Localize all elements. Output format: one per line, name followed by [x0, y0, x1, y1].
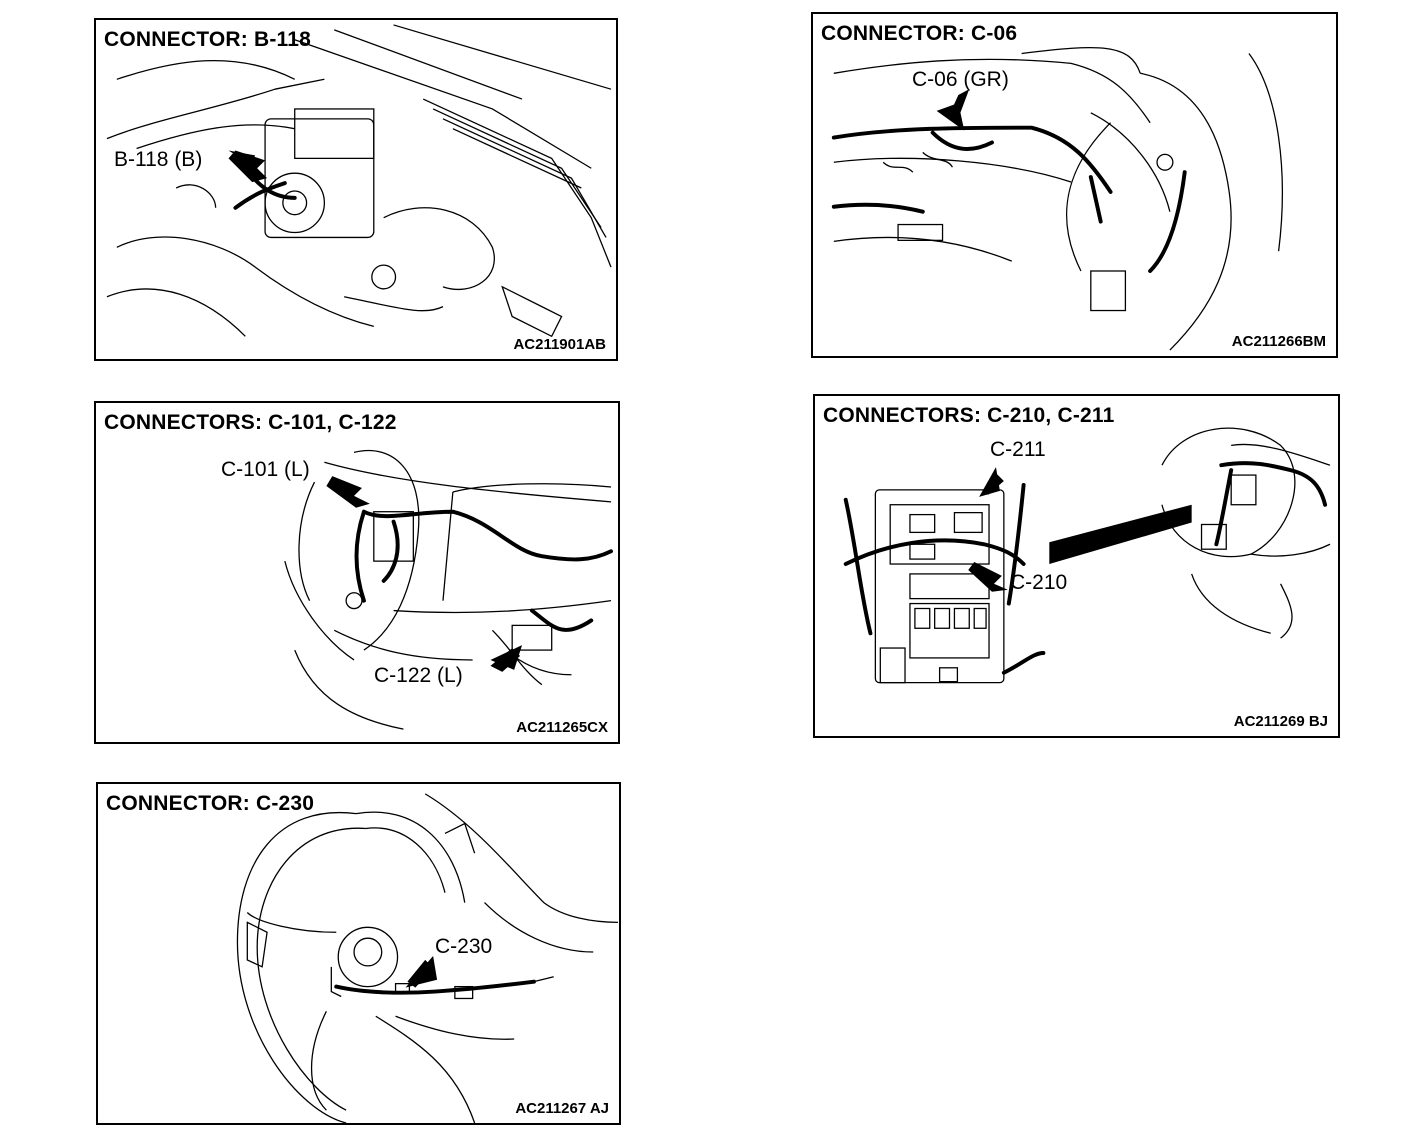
callout-label: C-211 [990, 438, 1046, 461]
figure-code: AC211267 AJ [515, 1100, 609, 1117]
panel-title: CONNECTOR: C-230 [106, 792, 315, 815]
callout-label: C-101 (L) [221, 458, 310, 481]
panel-connector-c230: CONNECTOR: C-230 C-230 AC211267 AJ [96, 782, 621, 1125]
steering-wheel-illustration [236, 793, 618, 1123]
panel-title: CONNECTORS: C-101, C-122 [104, 411, 397, 434]
callout-label: C-06 (GR) [912, 68, 1009, 91]
figure-code: AC211901AB [513, 336, 606, 353]
steering-column-illustration [284, 450, 613, 730]
figure-code: AC211266BM [1231, 333, 1326, 350]
callout-label: C-210 [1010, 571, 1068, 594]
figure-code: AC211269 BJ [1233, 713, 1328, 730]
panel-title: CONNECTORS: C-210, C-211 [823, 404, 1115, 427]
engine-bay-illustration [106, 24, 612, 338]
callout-label: C-122 (L) [374, 664, 463, 687]
panel-connector-c06: CONNECTOR: C-06 C-06 (GR) AC211266BM [811, 12, 1338, 358]
panel-title: CONNECTOR: C-06 [821, 22, 1018, 45]
figure-code: AC211265CX [516, 719, 608, 736]
junction-block-illustration [843, 427, 1331, 684]
panel-connectors-c210-c211: CONNECTORS: C-210, C-211 C-211 C-210 AC2… [813, 394, 1340, 738]
panel-connector-b118: CONNECTOR: B-118 B-118 (B) AC211901AB [94, 18, 618, 361]
panel-title: CONNECTOR: B-118 [104, 28, 312, 51]
callout-label: B-118 (B) [114, 148, 203, 171]
callout-label: C-230 [435, 935, 493, 958]
panel-connectors-c101-c122: CONNECTORS: C-101, C-122 C-101 (L) C-122… [94, 401, 620, 744]
dashboard-illustration [831, 47, 1283, 351]
